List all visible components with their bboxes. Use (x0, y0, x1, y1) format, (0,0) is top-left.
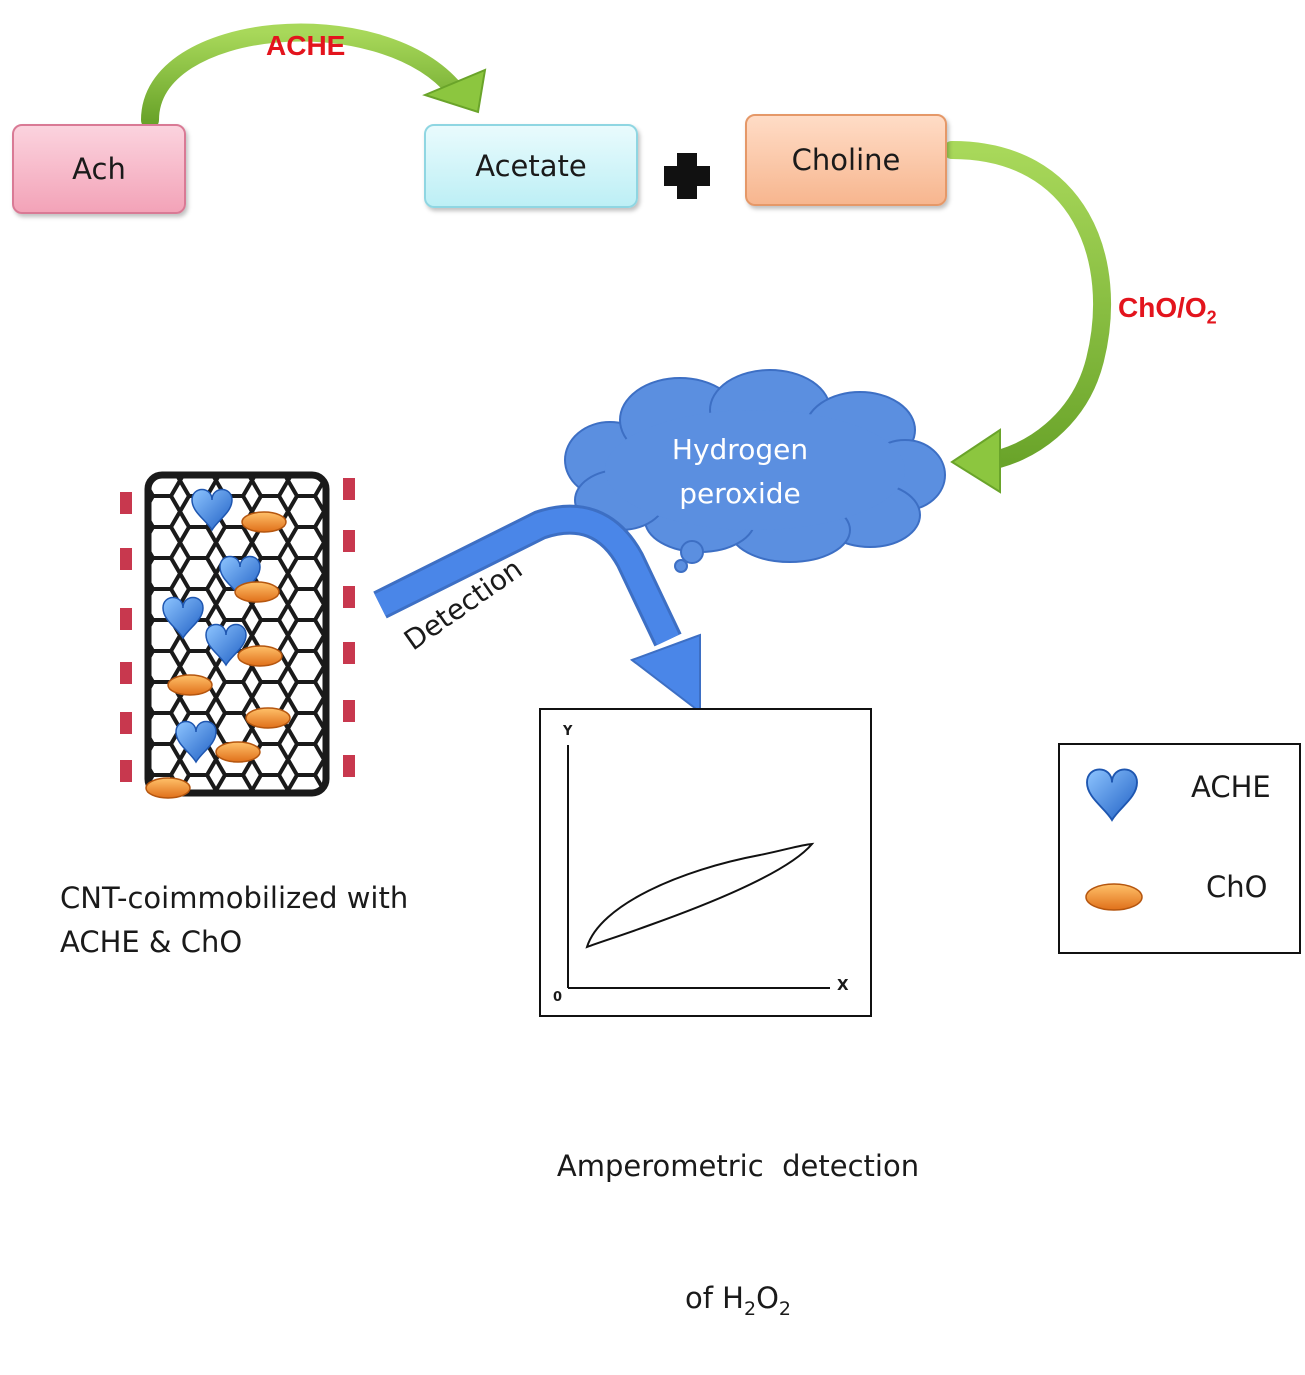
amperometric-caption-sub2: 2 (778, 1297, 791, 1320)
ache-heart-icon (191, 488, 233, 532)
legend (1058, 743, 1301, 954)
cho-capsule-icon (215, 741, 261, 763)
amperometric-caption-sub1: 2 (743, 1297, 757, 1320)
ach-label: Ach (72, 152, 126, 186)
cnt-red-marks (120, 478, 355, 782)
legend-cho-label: ChO (1206, 870, 1268, 904)
hydrogen-peroxide-cloud (564, 369, 946, 573)
cho-o2-main: ChO/O (1118, 292, 1207, 323)
choline-node: Choline (745, 114, 947, 206)
cnt-caption-line1: CNT-coimmobilized with (60, 881, 409, 915)
ache-heart-icon (175, 720, 217, 764)
legend-ache-heart-icon (1086, 768, 1138, 822)
cnt-caption: CNT-coimmobilized with ACHE & ChO (60, 876, 408, 964)
acetate-node: Acetate (424, 124, 638, 208)
cho-capsule-icon (145, 777, 191, 799)
amperometric-caption-line1: Amperometric detection (556, 1149, 920, 1183)
cho-capsule-icon (245, 707, 291, 729)
cho-o2-subscript: 2 (1206, 307, 1217, 328)
voltammogram-curve (585, 842, 815, 949)
choline-label: Choline (791, 143, 901, 177)
cho-capsule-icon (234, 581, 280, 603)
ache-heart-icon (205, 623, 247, 667)
cho-capsule-icon (167, 674, 213, 696)
graph-origin-label: 0 (553, 990, 563, 1005)
cho-capsule-icon (237, 645, 283, 667)
hydrogen-peroxide-line1: Hydrogen (671, 433, 809, 466)
amperometric-caption: Amperometric detection of H2O2 (548, 1056, 928, 1375)
graph-y-axis-label: Y (563, 724, 573, 739)
amperometric-caption-o: O (756, 1281, 779, 1315)
ache-enzyme-label: ACHE (266, 30, 346, 61)
cnt-caption-line2: ACHE & ChO (60, 925, 243, 959)
hydrogen-peroxide-label: Hydrogen peroxide (620, 428, 860, 516)
carbon-nanotube (120, 471, 355, 799)
legend-cho-capsule-icon (1085, 883, 1143, 911)
hydrogen-peroxide-line2: peroxide (679, 477, 801, 510)
detection-arrow (373, 504, 701, 715)
diagram-canvas (120, 23, 1301, 1017)
amperometric-caption-line2: of H2O2 (548, 1276, 928, 1331)
cho-o2-enzyme-label: ChO/O2 (1118, 292, 1217, 329)
ache-heart-icon (162, 596, 204, 640)
ache-reaction-arrow (141, 23, 487, 129)
cho-capsule-icon (241, 511, 287, 533)
graph-x-axis-label: X (837, 976, 849, 994)
acetate-label: Acetate (475, 149, 587, 183)
legend-ache-label: ACHE (1191, 770, 1271, 804)
ach-node: Ach (12, 124, 186, 214)
amperometric-graph (539, 708, 872, 1017)
cho-reaction-arrow (943, 141, 1111, 494)
amperometric-caption-of-h: of H (685, 1281, 744, 1315)
plus-icon (664, 153, 710, 199)
